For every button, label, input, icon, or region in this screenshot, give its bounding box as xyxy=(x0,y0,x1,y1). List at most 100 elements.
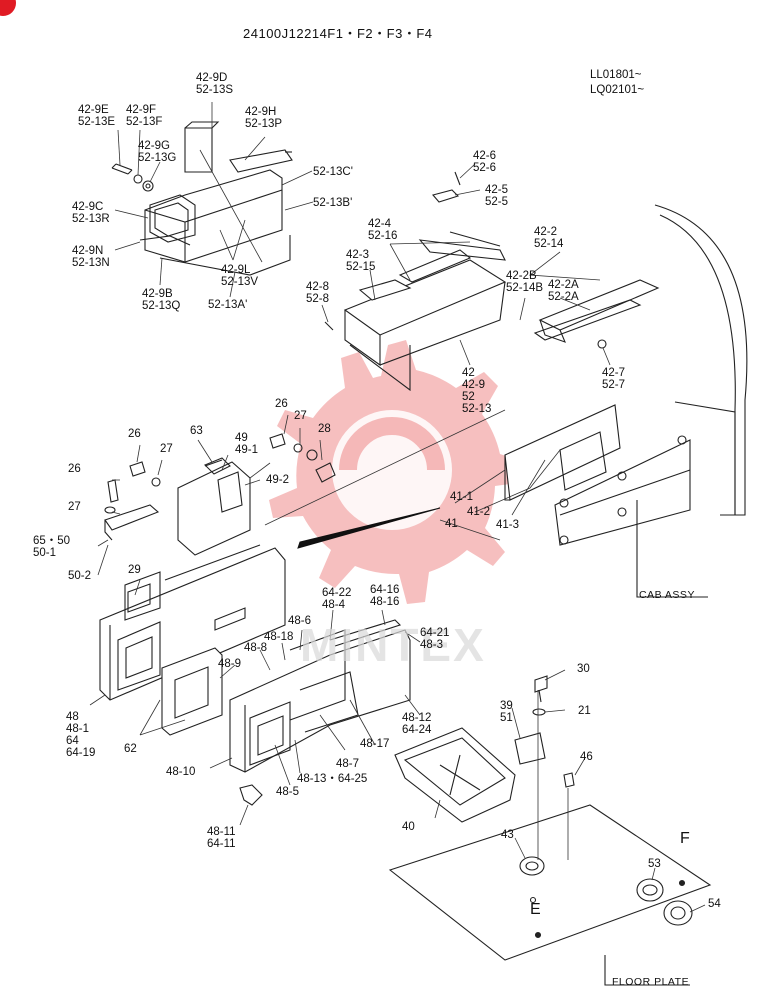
callout-c60: 40 xyxy=(402,821,415,833)
callout-line: 42-7 xyxy=(602,367,626,379)
callout-line: 42-2A xyxy=(548,279,579,291)
callout-c06: 52-13C' xyxy=(313,166,353,178)
callout-line: 52-2A xyxy=(548,291,579,303)
callout-line: 52-13N xyxy=(72,257,110,269)
callout-line: 48-8 xyxy=(244,642,268,654)
callout-c58: 21 xyxy=(578,705,591,717)
callout-line: 42-9B xyxy=(142,288,173,300)
callout-line: 48-3 xyxy=(420,639,444,651)
callout-c25: 28 xyxy=(318,423,331,435)
callout-line: 52-13B' xyxy=(313,197,353,209)
callout-c62: 53 xyxy=(648,858,661,870)
callout-c38: 41-3 xyxy=(496,519,519,531)
callout-line: 52-14 xyxy=(534,238,564,250)
callout-line: 52 xyxy=(462,391,475,403)
assembly-guide-line xyxy=(264,409,506,526)
callout-line: 42-9F xyxy=(126,104,157,116)
wedge-indicator xyxy=(297,507,441,549)
callout-c37: 41 xyxy=(445,518,458,530)
callout-c30: 26 xyxy=(68,463,81,475)
callout-line: 52-6 xyxy=(473,162,497,174)
callout-line: 28 xyxy=(318,423,331,435)
serial-range-2: LQ02101~ xyxy=(590,84,645,96)
watermark-arc xyxy=(339,417,445,471)
callout-line: 42-9C xyxy=(72,201,104,213)
callout-c24: 27 xyxy=(294,410,307,422)
callout-line: 48-1 xyxy=(66,723,90,735)
callout-c39: 29 xyxy=(128,564,141,576)
callout-line: 52-13A' xyxy=(208,299,248,311)
callout-line: 54 xyxy=(708,898,721,910)
callout-c51: 48-7 xyxy=(336,758,359,770)
line-art xyxy=(99,121,748,986)
callout-c23: 26 xyxy=(275,398,288,410)
callout-c64: E xyxy=(530,902,541,918)
callout-line: 43 xyxy=(501,829,514,841)
callout-line: 21 xyxy=(578,705,591,717)
callout-line: 48-11 xyxy=(207,826,236,838)
callout-line: 48-9 xyxy=(218,658,242,670)
callout-line: 48-5 xyxy=(276,786,300,798)
callout-line: 52-13R xyxy=(72,213,110,225)
callout-line: 52-13 xyxy=(462,403,492,415)
callout-line: 41-1 xyxy=(450,491,474,503)
callout-c31: 49-2 xyxy=(266,474,289,486)
callout-line: 48-12 xyxy=(402,712,432,724)
callout-line: 41 xyxy=(445,518,458,530)
callout-line: 48-10 xyxy=(166,766,196,778)
callout-line: 63 xyxy=(190,425,203,437)
callout-line: 52-7 xyxy=(602,379,626,391)
callout-line: 64-19 xyxy=(66,747,96,759)
callout-line: 42-9L xyxy=(221,264,251,276)
callout-line: 42-2 xyxy=(534,226,558,238)
callout-c50: 48-17 xyxy=(360,738,389,750)
serial-range-1: LL01801~ xyxy=(590,69,642,81)
callout-line: 49 xyxy=(235,432,248,444)
callout-line: 42-9H xyxy=(245,106,277,118)
callout-line: 42-9 xyxy=(462,379,486,391)
callout-line: 30 xyxy=(577,663,590,675)
callout-line: 50-2 xyxy=(68,570,92,582)
callout-line: 62 xyxy=(124,743,137,755)
callout-line: 39 xyxy=(500,700,513,712)
callout-line: 52-5 xyxy=(485,196,509,208)
callout-line: 64-24 xyxy=(402,724,432,736)
callout-line: 48-4 xyxy=(322,599,346,611)
callout-line: 42-6 xyxy=(473,150,497,162)
part-number-title: 24100J12214F1・F2・F3・F4 xyxy=(243,26,433,41)
callout-c52: 48-10 xyxy=(166,766,195,778)
callout-line: 64-16 xyxy=(370,584,400,596)
callout-line: 48-18 xyxy=(264,631,294,643)
callout-line: 48-17 xyxy=(360,738,390,750)
callout-line: 41-3 xyxy=(496,519,520,531)
callout-line: 64 xyxy=(66,735,79,747)
callout-line: 51 xyxy=(500,712,513,724)
callout-c27: 63 xyxy=(190,425,203,437)
callout-c36: 41-2 xyxy=(467,506,490,518)
callout-c61: 43 xyxy=(501,829,514,841)
cab-assy-label: CAB ASSY xyxy=(639,589,695,601)
callout-c65: F xyxy=(680,831,690,847)
callout-line: 42-9E xyxy=(78,104,109,116)
